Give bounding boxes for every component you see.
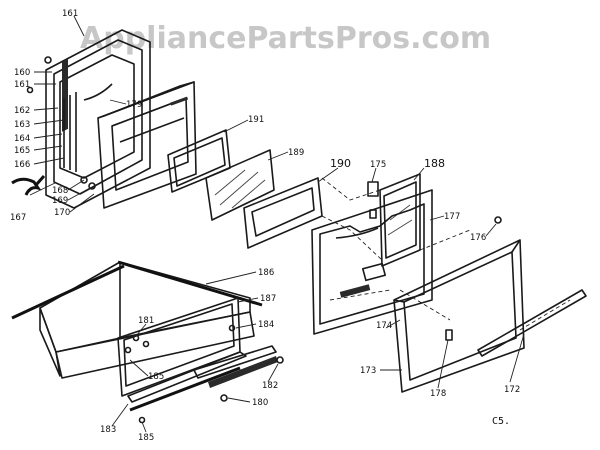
callout-181: 181 <box>138 316 154 326</box>
trim-strip-172 <box>477 289 587 357</box>
callout-188: 188 <box>424 157 445 170</box>
callout-178: 178 <box>430 389 446 399</box>
bracket-175 <box>367 181 379 219</box>
callout-182: 182 <box>262 381 278 391</box>
callout-164: 164 <box>14 134 30 144</box>
bottom-strip-183 <box>127 351 247 412</box>
page-code: C5. <box>492 416 510 427</box>
callout-162: 162 <box>14 106 30 116</box>
callout-163: 163 <box>14 120 30 130</box>
outer-door-panel <box>97 81 197 209</box>
callout-189: 189 <box>288 148 304 158</box>
storage-drawer <box>11 260 263 379</box>
callout-161b: 161 <box>14 80 30 90</box>
callout-166: 166 <box>14 160 30 170</box>
callout-172: 172 <box>504 385 520 395</box>
callout-labels: 161 160 161 162 163 164 165 166 167 168 … <box>10 9 520 443</box>
callout-167: 167 <box>10 213 26 223</box>
callout-169: 169 <box>52 196 68 206</box>
callout-190: 190 <box>330 157 351 170</box>
frame-190 <box>243 177 323 249</box>
callout-179: 179 <box>126 100 142 110</box>
callout-183: 183 <box>100 425 116 435</box>
callout-191: 191 <box>248 115 264 125</box>
callout-186: 186 <box>258 268 274 278</box>
callout-185a: 185 <box>148 372 164 382</box>
screws-168-169 <box>26 56 96 190</box>
screw-176 <box>494 216 502 224</box>
callout-187: 187 <box>260 294 276 304</box>
callout-180: 180 <box>252 398 268 408</box>
callout-175: 175 <box>370 160 386 170</box>
callout-165: 165 <box>14 146 30 156</box>
door-handle-part <box>11 175 46 196</box>
callout-176: 176 <box>470 233 486 243</box>
callout-168: 168 <box>52 186 68 196</box>
inner-door-panel-177 <box>311 189 433 335</box>
callout-160: 160 <box>14 68 30 78</box>
inner-door-assembly <box>29 29 151 209</box>
callout-185b: 185 <box>138 433 154 443</box>
alignment-lines <box>321 173 571 331</box>
callout-184: 184 <box>258 320 274 330</box>
callout-170: 170 <box>54 208 70 218</box>
glass-189 <box>205 149 275 221</box>
leader-lines <box>33 15 525 433</box>
callout-177: 177 <box>444 212 460 222</box>
outer-door-glass-174 <box>393 239 525 393</box>
clip-178 <box>445 329 453 341</box>
callout-161: 161 <box>62 9 78 19</box>
window-frame-191 <box>167 129 231 193</box>
watermark: AppliancePartsPros.com <box>80 21 491 56</box>
callout-173: 173 <box>360 366 376 376</box>
callout-174: 174 <box>376 321 392 331</box>
